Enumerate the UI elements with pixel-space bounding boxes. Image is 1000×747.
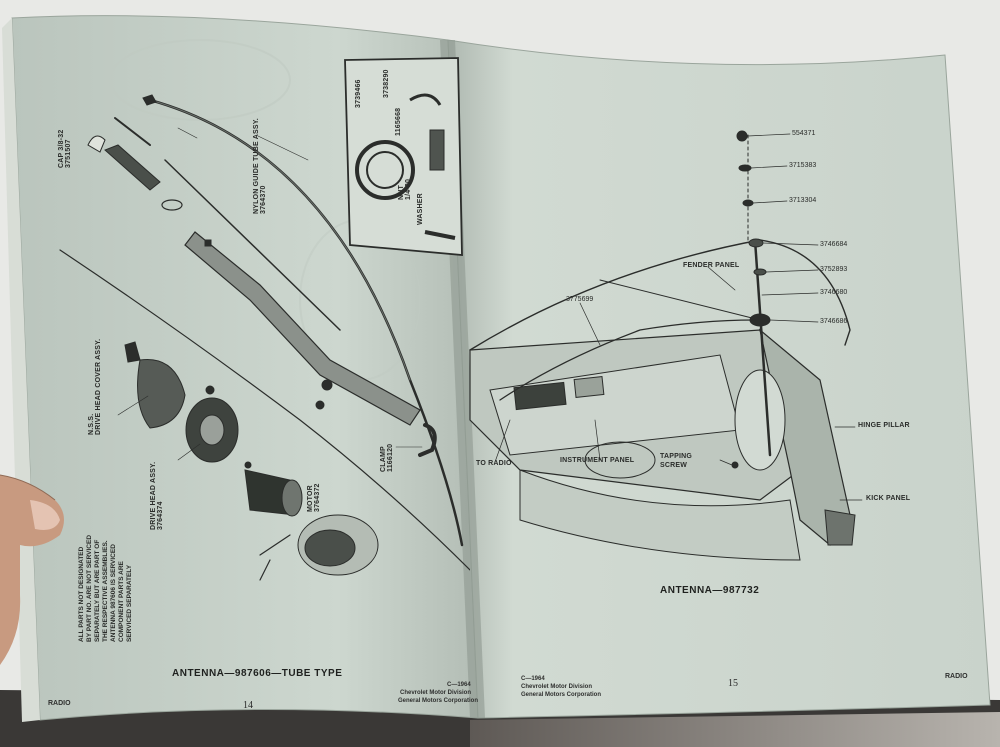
hinge-pillar-label: HINGE PILLAR — [858, 422, 910, 429]
part-number-3713304: 3713304 — [789, 197, 817, 204]
hand-thumb — [0, 474, 64, 665]
part-number-3715383: 3715383 — [789, 162, 817, 169]
part-number-3746680: 3746680 — [820, 289, 848, 296]
left-footer-corp-2: General Motors Corporation — [398, 698, 479, 704]
left-page-number: 14 — [243, 700, 253, 711]
left-footer-corp-1: Chevrolet Motor Division — [400, 690, 472, 696]
part-number-554371: 554371 — [792, 130, 816, 137]
left-page-caption: ANTENNA—987606—TUBE TYPE — [172, 668, 343, 679]
part-number-3746684: 3746684 — [820, 241, 848, 248]
part-number-3775699: 3775699 — [566, 296, 594, 303]
tube-antenna-exploded-diagram — [59, 57, 470, 581]
right-footer-corp-2: General Motors Corporation — [521, 692, 602, 698]
right-page-caption: ANTENNA—987732 — [660, 585, 760, 596]
fender-panel-label: FENDER PANEL — [683, 262, 740, 269]
right-footer-corp-1: Chevrolet Motor Division — [521, 684, 593, 690]
right-footer-code: C—1964 — [521, 676, 545, 682]
instrument-panel-label: INSTRUMENT PANEL — [560, 457, 635, 464]
left-footer-section: RADIO — [48, 700, 71, 707]
kick-panel-label: KICK PANEL — [866, 495, 911, 502]
to-radio-label: TO RADIO — [476, 460, 512, 467]
right-page-number: 15 — [728, 678, 738, 689]
left-footer-code: C—1964 — [447, 682, 471, 688]
tapping-screw-label: TAPPING SCREW — [660, 453, 692, 469]
part-number-3746686: 3746686 — [820, 318, 848, 325]
part-number-3752893: 3752893 — [820, 266, 848, 273]
right-footer-section: RADIO — [945, 673, 968, 680]
